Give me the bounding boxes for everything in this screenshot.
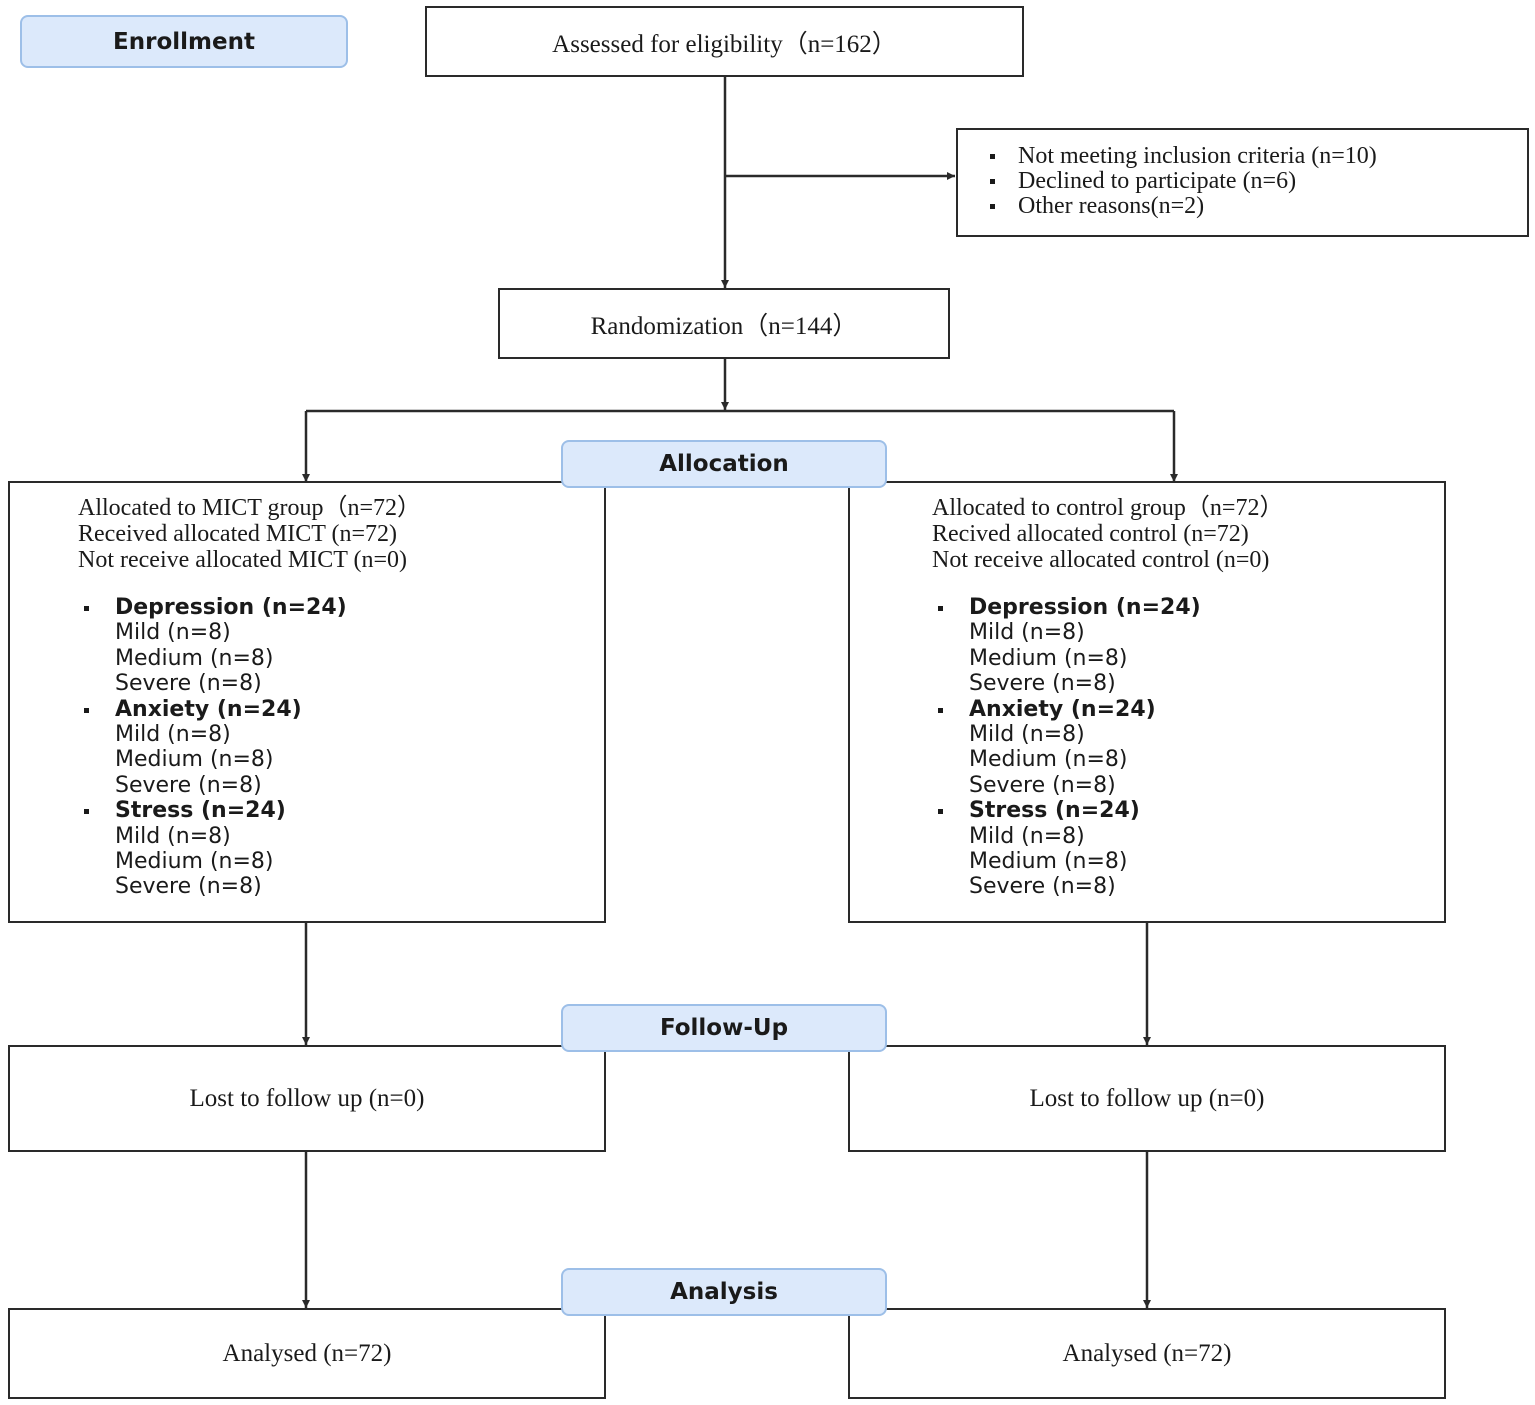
category-level: Medium (n=8): [115, 747, 274, 773]
control-allocation-header: Allocated to control group（n=72） Recived…: [932, 495, 1283, 573]
category-level: Medium (n=8): [115, 645, 274, 671]
category-level: Severe (n=8): [969, 772, 1116, 798]
control-analysis-box: Analysed (n=72): [848, 1308, 1446, 1399]
control-allocated: Allocated to control group（n=72）: [932, 495, 1284, 521]
category-title: Anxiety (n=24): [115, 696, 302, 722]
category-level: Medium (n=8): [115, 849, 274, 875]
category-level: Medium (n=8): [969, 747, 1128, 773]
excluded-item: Other reasons(n=2): [984, 194, 1377, 219]
phase-label-allocation: Allocation: [561, 440, 887, 488]
category-level: Severe (n=8): [115, 874, 262, 900]
control-lost-to-follow-up: Lost to follow up (n=0): [1029, 1084, 1265, 1112]
control-not-received: Not receive allocated control (n=0): [932, 547, 1270, 573]
category-level: Severe (n=8): [969, 671, 1116, 697]
assessed-box: Assessed for eligibility（n=162）: [425, 6, 1024, 77]
excluded-list: Not meeting inclusion criteria (n=10) De…: [984, 144, 1377, 219]
control-allocation-box: Allocated to control group（n=72） Recived…: [848, 481, 1446, 923]
excluded-item: Not meeting inclusion criteria (n=10): [984, 144, 1377, 169]
category-title: Stress (n=24): [969, 798, 1140, 824]
mict-analysed: Analysed (n=72): [222, 1339, 392, 1367]
category-title: Anxiety (n=24): [969, 696, 1156, 722]
control-category-anxiety: Anxiety (n=24) Mild (n=8) Medium (n=8) S…: [934, 697, 1201, 799]
mict-lost-to-follow-up: Lost to follow up (n=0): [189, 1084, 425, 1112]
category-level: Mild (n=8): [969, 722, 1085, 748]
excluded-item: Declined to participate (n=6): [984, 169, 1377, 194]
mict-allocation-header: Allocated to MICT group（n=72） Received a…: [78, 495, 421, 573]
category-level: Mild (n=8): [115, 823, 231, 849]
category-level: Severe (n=8): [115, 772, 262, 798]
control-received: Recived allocated control (n=72): [932, 521, 1249, 547]
category-level: Mild (n=8): [115, 620, 231, 646]
randomization-box: Randomization（n=144）: [498, 288, 950, 359]
category-level: Mild (n=8): [969, 620, 1085, 646]
category-level: Medium (n=8): [969, 849, 1128, 875]
control-category-list: Depression (n=24) Mild (n=8) Medium (n=8…: [934, 595, 1201, 900]
control-analysed: Analysed (n=72): [1062, 1339, 1232, 1367]
category-level: Severe (n=8): [969, 874, 1116, 900]
mict-allocated: Allocated to MICT group（n=72）: [78, 495, 422, 521]
mict-analysis-box: Analysed (n=72): [8, 1308, 606, 1399]
mict-category-stress: Stress (n=24) Mild (n=8) Medium (n=8) Se…: [80, 798, 347, 900]
mict-followup-box: Lost to follow up (n=0): [8, 1045, 606, 1152]
category-title: Stress (n=24): [115, 798, 286, 824]
category-level: Severe (n=8): [115, 671, 262, 697]
mict-category-anxiety: Anxiety (n=24) Mild (n=8) Medium (n=8) S…: [80, 697, 347, 799]
phase-label-enrollment: Enrollment: [20, 15, 348, 68]
mict-allocation-box: Allocated to MICT group（n=72） Received a…: [8, 481, 606, 923]
category-title: Depression (n=24): [115, 595, 347, 620]
category-level: Mild (n=8): [115, 722, 231, 748]
excluded-box: Not meeting inclusion criteria (n=10) De…: [956, 128, 1529, 237]
category-title: Depression (n=24): [969, 595, 1201, 620]
phase-label-analysis: Analysis: [561, 1268, 887, 1316]
control-category-depression: Depression (n=24) Mild (n=8) Medium (n=8…: [934, 595, 1201, 697]
control-category-stress: Stress (n=24) Mild (n=8) Medium (n=8) Se…: [934, 798, 1201, 900]
mict-category-list: Depression (n=24) Mild (n=8) Medium (n=8…: [80, 595, 347, 900]
assessed-text: Assessed for eligibility（n=162）: [552, 30, 897, 58]
mict-not-received: Not receive allocated MICT (n=0): [78, 547, 407, 573]
category-level: Medium (n=8): [969, 645, 1128, 671]
randomization-text: Randomization（n=144）: [590, 312, 858, 340]
phase-label-follow-up: Follow-Up: [561, 1004, 887, 1052]
control-followup-box: Lost to follow up (n=0): [848, 1045, 1446, 1152]
category-level: Mild (n=8): [969, 823, 1085, 849]
mict-received: Received allocated MICT (n=72): [78, 521, 397, 547]
mict-category-depression: Depression (n=24) Mild (n=8) Medium (n=8…: [80, 595, 347, 697]
